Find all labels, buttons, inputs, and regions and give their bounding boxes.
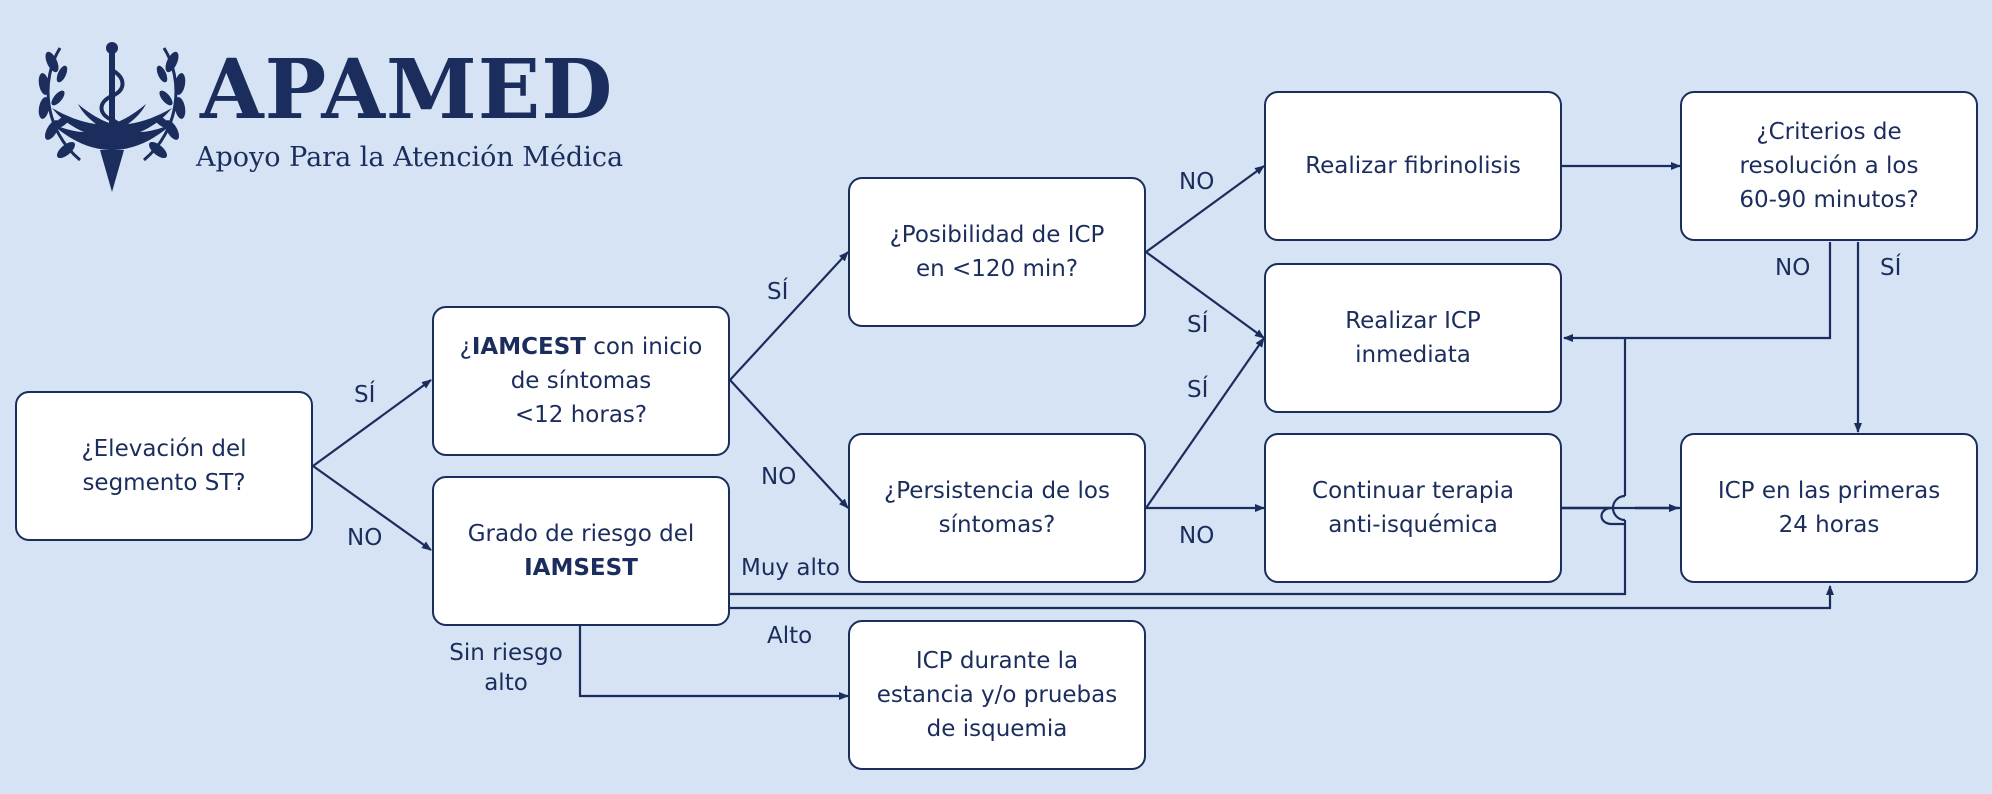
node-text-line: <12 horas? (514, 402, 648, 428)
node-text-line: estancia y/o pruebas (876, 682, 1118, 708)
node-text-part: ¿ (459, 334, 472, 360)
edge-label-si: SÍ (354, 382, 376, 408)
edge-posib-no (1145, 165, 1265, 253)
node-text-line: 60-90 minutos? (1739, 187, 1919, 213)
node-text-line: segmento ST? (82, 470, 246, 496)
edge-sin-riesgo (578, 626, 849, 700)
node-text-line: Realizar ICP (1345, 308, 1481, 334)
brand-name: APAMED (200, 42, 614, 138)
edge-criterios-no (1563, 242, 1832, 342)
node-terapia: Continuar terapia anti-isquémica (1264, 433, 1562, 583)
edge-label-line: Sin riesgo (449, 640, 563, 666)
node-text-line: de isquemia (926, 716, 1068, 742)
edge-label-si: SÍ (1187, 312, 1209, 338)
edge-label-muy-alto: Muy alto (741, 555, 840, 581)
edge-label-si: SÍ (1880, 255, 1902, 281)
edge-label-no: NO (1179, 169, 1215, 195)
edge-st-si (312, 379, 432, 467)
node-text-line: ¿Posibilidad de ICP (889, 222, 1105, 248)
node-grado-riesgo: Grado de riesgo del IAMSEST (432, 476, 730, 626)
edge-muy-alto (730, 338, 1627, 596)
node-text-line: Realizar fibrinolisis (1305, 153, 1521, 179)
node-elevacion-st: ¿Elevación del segmento ST? (15, 391, 313, 541)
node-text-line: de síntomas (510, 368, 652, 394)
node-posibilidad-icp: ¿Posibilidad de ICP en <120 min? (848, 177, 1146, 327)
edge-st-no (312, 465, 432, 551)
edge-label-si: SÍ (767, 279, 789, 305)
node-text-part: con inicio (585, 334, 703, 360)
node-persistencia: ¿Persistencia de los síntomas? (848, 433, 1146, 583)
node-text-line: ICP durante la (915, 648, 1079, 674)
edge-label-no: NO (1179, 523, 1215, 549)
node-text-line: Continuar terapia (1312, 478, 1514, 504)
node-text-line: resolución a los (1739, 153, 1919, 179)
edge-alto (730, 585, 1834, 610)
edge-iamcest-si (729, 251, 849, 381)
node-text-line: anti-isquémica (1328, 512, 1498, 538)
node-iamcest: ¿IAMCEST con inicio de síntomas <12 hora… (432, 306, 730, 456)
node-text-line: Grado de riesgo del (467, 521, 695, 547)
node-icp-24h: ICP en las primeras 24 horas (1680, 433, 1978, 583)
brand-tagline: Apoyo Para la Atención Médica (196, 142, 624, 173)
node-text-line: síntomas? (938, 512, 1056, 538)
edge-label-no: NO (347, 525, 383, 551)
node-text-line: inmediata (1355, 342, 1471, 368)
edge-label-no: NO (761, 464, 797, 490)
node-icp-inmediata: Realizar ICP inmediata (1264, 263, 1562, 413)
edge-persist-si (1145, 337, 1265, 509)
node-criterios: ¿Criterios de resolución a los 60-90 min… (1680, 91, 1978, 241)
node-text-line: en <120 min? (915, 256, 1079, 282)
edge-iamcest-no (729, 379, 849, 509)
node-text-line: ¿Persistencia de los (884, 478, 1110, 504)
node-text-bold: IAMSEST (524, 555, 638, 581)
node-icp-estancia: ICP durante la estancia y/o pruebas de i… (848, 620, 1146, 770)
node-text-line: ¿Elevación del (81, 436, 247, 462)
edge-label-line: alto (484, 670, 528, 696)
edge-label-alto: Alto (767, 623, 813, 649)
edge-label-si: SÍ (1187, 377, 1209, 403)
edge-posib-si (1145, 251, 1265, 339)
node-text-bold: IAMCEST (471, 334, 586, 360)
caduceus-eagle-logo-icon (38, 42, 186, 192)
edge-label-no: NO (1775, 255, 1811, 281)
node-text-line: ¿Criterios de (1756, 119, 1902, 145)
node-text-line: 24 horas (1778, 512, 1880, 538)
node-fibrinolisis: Realizar fibrinolisis (1264, 91, 1562, 241)
edge-label-sin-riesgo: Sin riesgo alto (446, 638, 566, 698)
node-text-line: ICP en las primeras (1717, 478, 1941, 504)
